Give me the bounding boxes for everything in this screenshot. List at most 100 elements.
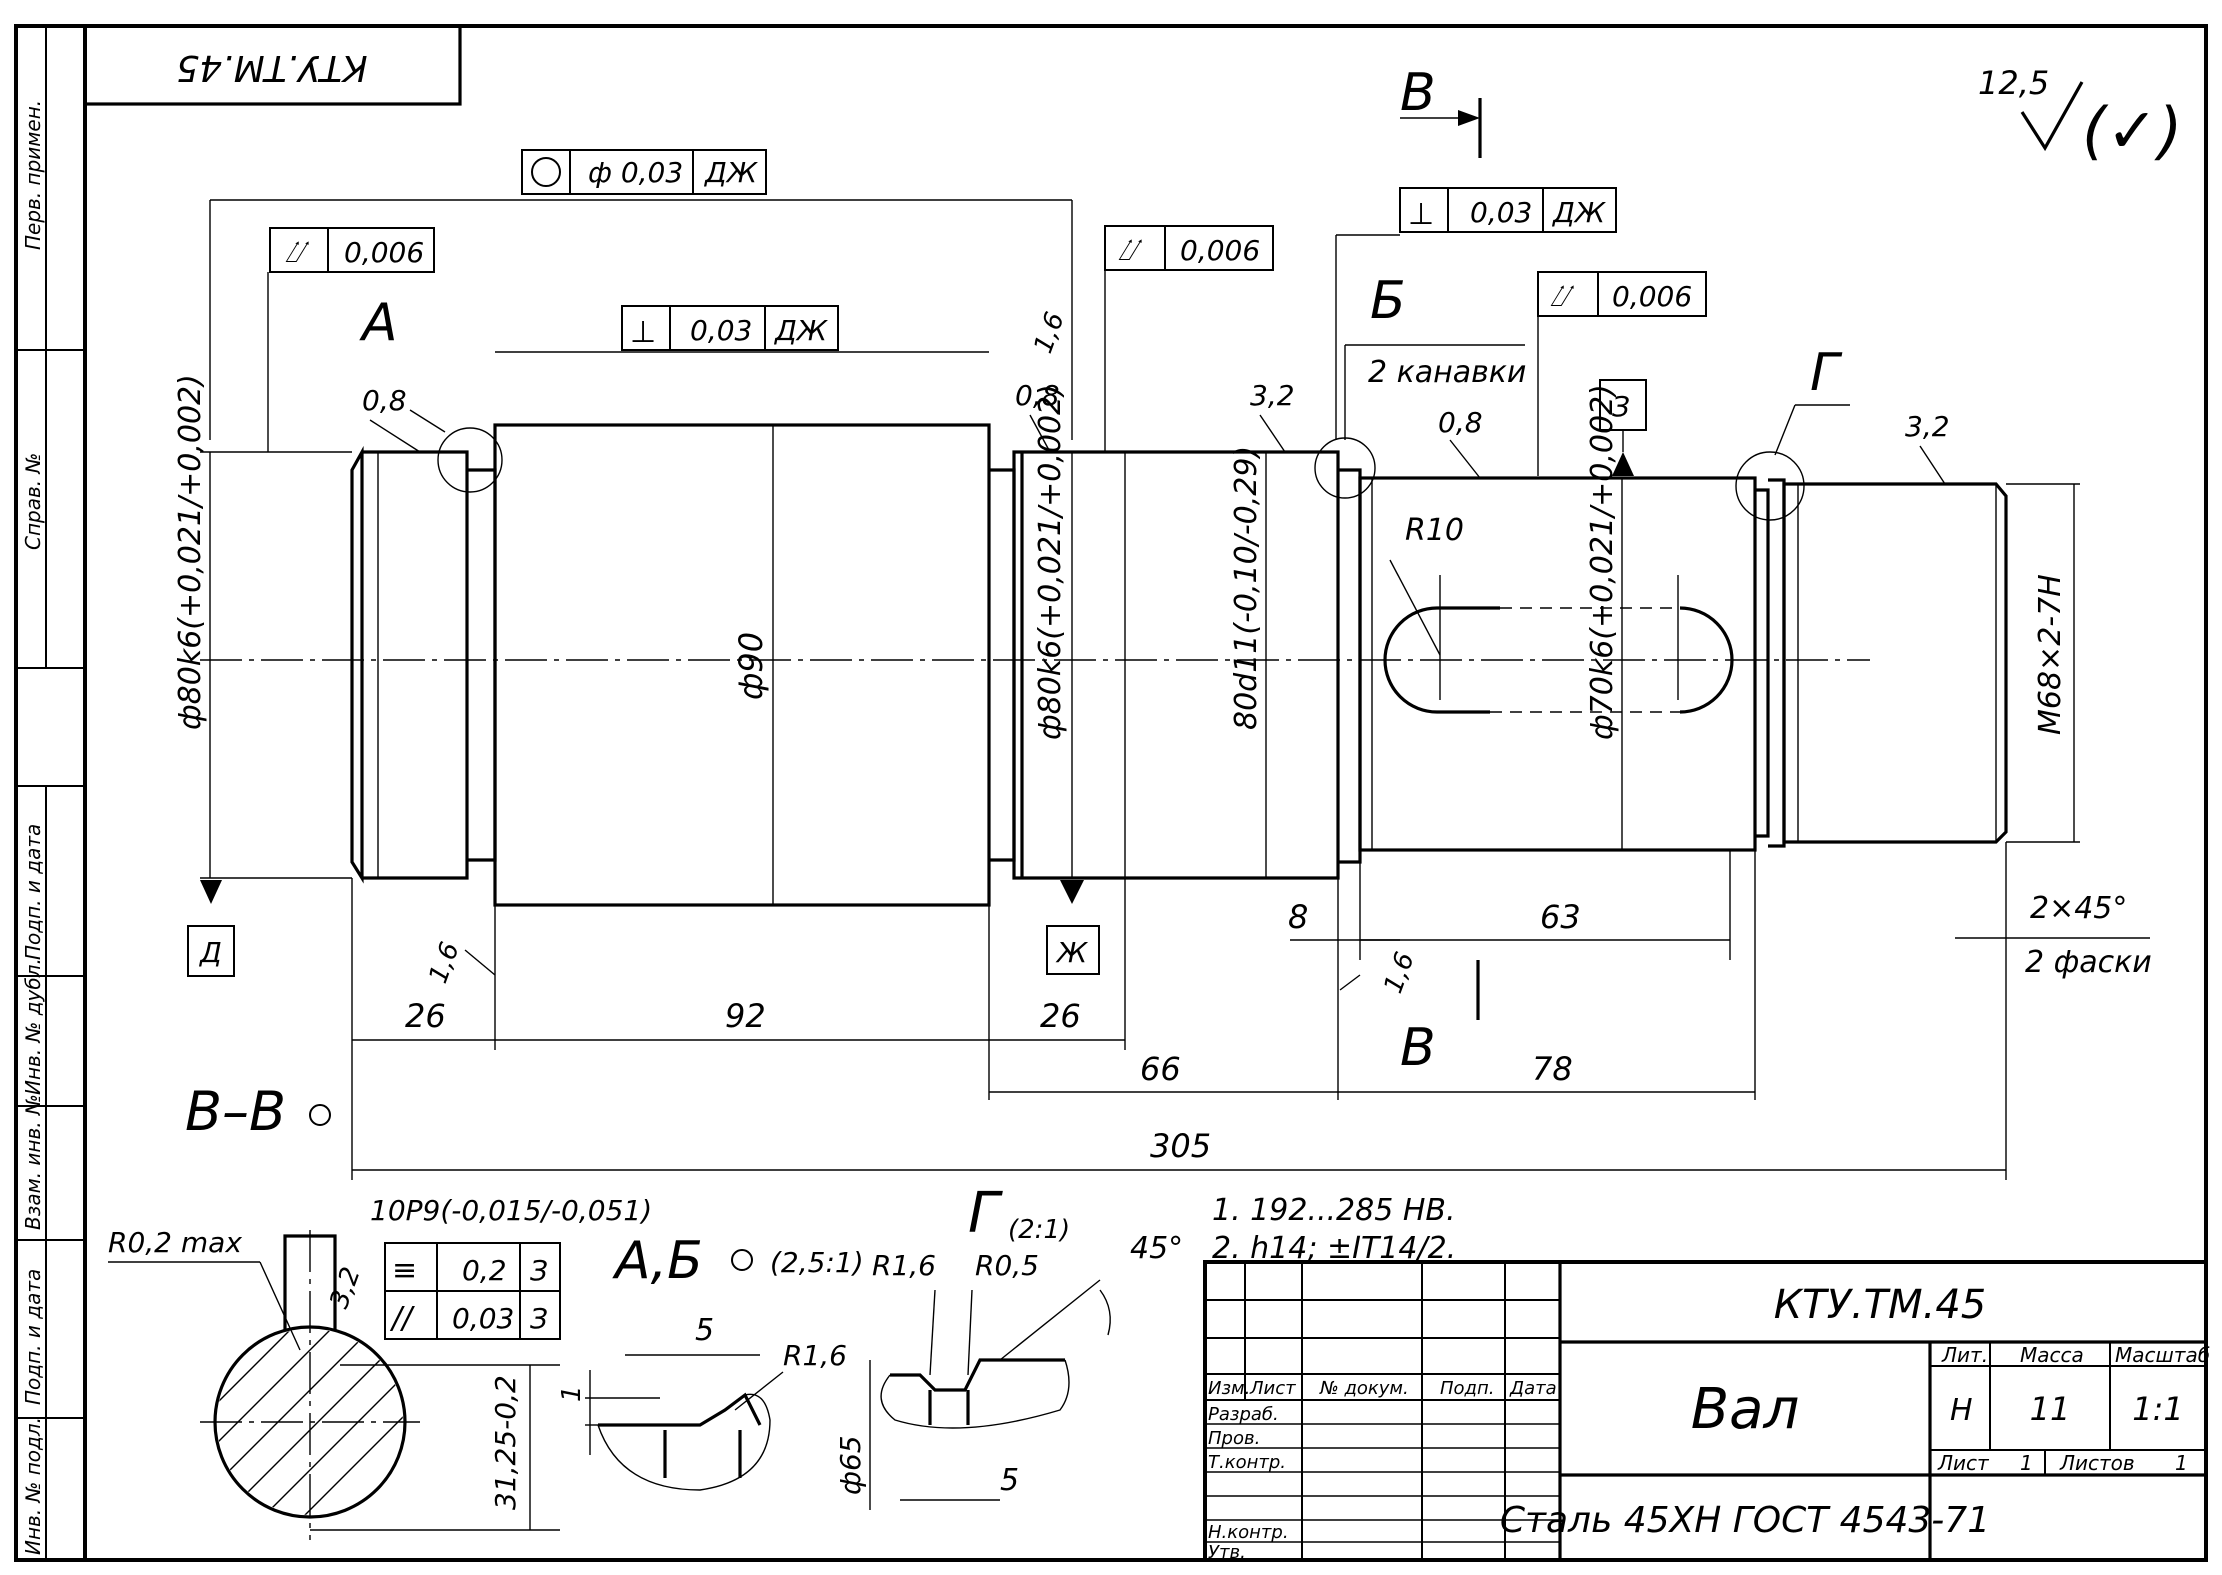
parallel-value: 0,03: [452, 1302, 514, 1335]
detail-circle-b: [1314, 437, 1376, 499]
detail-ab-width: 5: [695, 1313, 714, 1348]
tb-lit-value: Н: [1950, 1393, 1973, 1428]
dim-l26b: 26: [1040, 997, 1081, 1035]
tb-part-name: Вал: [1691, 1377, 1800, 1442]
tb-head-date: Дата: [1509, 1378, 1557, 1399]
title-block: Изм. Лист № докум. Подп. Дата Разраб. Пр…: [1203, 1260, 2210, 1563]
dim-l92: 92: [725, 997, 766, 1035]
runout-icon-1: ⌰: [285, 235, 309, 270]
roughness-3: 3,2: [1250, 379, 1295, 412]
roughness-2: 0,8: [1015, 379, 1060, 412]
coaxiality-value: ф 0,03: [588, 156, 683, 189]
dim-l78: 78: [1532, 1050, 1573, 1088]
detail-g-angle: 45°: [1130, 1231, 1183, 1266]
section-key-width: 10Р9(-0,015/-0,051): [370, 1194, 652, 1227]
dim-d3: ф80k6(+0,021/+0,002): [1033, 384, 1068, 740]
tb-role-prov: Пров.: [1208, 1428, 1260, 1449]
tb-role-tkontr: Т.контр.: [1208, 1452, 1286, 1473]
dim-l8: 8: [1288, 898, 1308, 936]
dim-d1: ф80k6(+0,021/+0,002): [173, 374, 208, 730]
tb-role-nkontr: Н.контр.: [1208, 1522, 1289, 1543]
coaxiality-icon: [531, 157, 561, 187]
dim-l26a: 26: [405, 997, 446, 1035]
roughness-4: 0,8: [1438, 406, 1483, 439]
coaxiality-datum: ДЖ: [703, 156, 759, 189]
dim-d2: ф90: [732, 632, 770, 700]
detail-g-diameter: ф65: [834, 1435, 867, 1495]
datum-zh-box: [1046, 925, 1100, 975]
section-title: В–В: [185, 1080, 286, 1143]
perp-icon-2: ⊥: [1408, 197, 1434, 232]
shaft-main-view: [200, 423, 2008, 907]
dim-l63: 63: [1540, 898, 1581, 936]
tb-material: Сталь 45ХН ГОСТ 4543-71: [1500, 1500, 1990, 1541]
symmetry-value: 0,2: [462, 1254, 507, 1287]
detail-ab-depth: 1: [557, 1385, 587, 1402]
dim-l305: 305: [1150, 1127, 1211, 1165]
tb-designation: КТУ.ТМ.45: [1774, 1282, 1986, 1328]
dim-d4: 80d11(-0,10/-0,29): [1229, 446, 1264, 730]
section-letter-top: В: [1400, 63, 1436, 123]
dim-l66: 66: [1140, 1050, 1181, 1088]
parallel-datum: З: [530, 1302, 548, 1335]
runout-value-3: 0,006: [1612, 280, 1692, 313]
side-label-podp2: Подп. и дата: [21, 1269, 45, 1405]
runout-value-2: 0,006: [1180, 234, 1260, 267]
tb-head-doc: № докум.: [1319, 1378, 1409, 1399]
tb-sheets-label: Листов: [2059, 1451, 2135, 1475]
perp-icon-1: ⊥: [630, 315, 656, 350]
side-label-sprav: Справ. №: [21, 453, 45, 550]
detail-circle-a: [437, 427, 503, 493]
perp-frame-2: [1399, 187, 1617, 233]
tb-scale-value: 1:1: [2132, 1390, 2184, 1428]
dim-d6: М68×2-7Н: [2033, 574, 2068, 735]
section-rmax: R0,2 max: [108, 1226, 242, 1259]
perp-datum-1: ДЖ: [773, 314, 829, 347]
symmetry-datum: З: [530, 1254, 548, 1287]
detail-g: Г (2:1) R1,6 R0,5 45° ф65 5: [834, 1181, 1183, 1510]
section-vv: В–В 10Р9(-0,015/-0,051) R0,2 max 3,2 ≡ 0…: [108, 1080, 652, 1540]
tb-head-izm: Изм.: [1208, 1378, 1250, 1399]
roughness-6: 1,6: [1028, 308, 1070, 357]
tb-sheets-value: 1: [2175, 1451, 2188, 1475]
roughness-marks: 0,8 0,8 3,2 0,8 3,2 1,6 1,6 1,6: [362, 308, 1950, 997]
detail-g-r1: R1,6: [872, 1249, 936, 1282]
datum-z-label: З: [1612, 390, 1630, 423]
view-letter-a: А: [359, 293, 398, 353]
section-letter-bottom: В: [1400, 1018, 1436, 1078]
roughness-8: 1,6: [1378, 948, 1420, 997]
coaxiality-frame: [521, 149, 767, 195]
detail-g-scale: (2:1): [1008, 1215, 1070, 1245]
tolerance-frames: ф 0,03 ДЖ ⌰ 0,006 ⊥ 0,03 ДЖ ⌰ 0,006 ⊥ 0,…: [209, 149, 1707, 476]
grooves-note: 2 канавки: [1368, 355, 1526, 390]
side-label-inv-podl: Инв. № подл.: [21, 1417, 45, 1555]
detail-g-title: Г: [968, 1181, 1003, 1246]
perp-frame-1: [621, 305, 839, 351]
tb-sheet-value: 1: [2020, 1451, 2033, 1475]
roughness-check-icon: [2020, 81, 2084, 152]
runout-frame-2: [1104, 225, 1274, 271]
detail-ab-scale: (2,5:1): [770, 1246, 864, 1279]
tb-role-razrab: Разраб.: [1208, 1404, 1279, 1425]
section-rotation-icon: [309, 1104, 331, 1126]
perp-value-1: 0,03: [690, 314, 752, 347]
datum-zh-label: Ж: [1055, 936, 1089, 969]
detail-ab-title: А,Б: [612, 1231, 703, 1291]
tb-sheet-label: Лист: [1937, 1451, 1990, 1475]
tb-head-sign: Подп.: [1440, 1378, 1494, 1399]
tb-mass-value: 11: [2030, 1390, 2071, 1428]
general-roughness-value: 12,5: [1978, 64, 2049, 102]
datum-d-label: Д: [198, 936, 222, 969]
section-roughness: 3,2: [324, 1263, 366, 1312]
runout-frame-1: [269, 227, 435, 273]
chamfer-value: 2×45°: [2030, 891, 2127, 926]
tb-col-mass: Масса: [2020, 1343, 2084, 1367]
view-letter-g: Г: [1810, 343, 1843, 403]
runout-icon-3: ⌰: [1550, 279, 1574, 314]
roughness-bracket-icon: (✓): [2082, 94, 2182, 167]
drawing-frame: [83, 24, 2208, 1562]
detail-g-width: 5: [1000, 1463, 1019, 1498]
detail-ab: А,Б (2,5:1) 5 R1,6 1: [557, 1231, 864, 1491]
datum-d-box: [187, 925, 235, 977]
